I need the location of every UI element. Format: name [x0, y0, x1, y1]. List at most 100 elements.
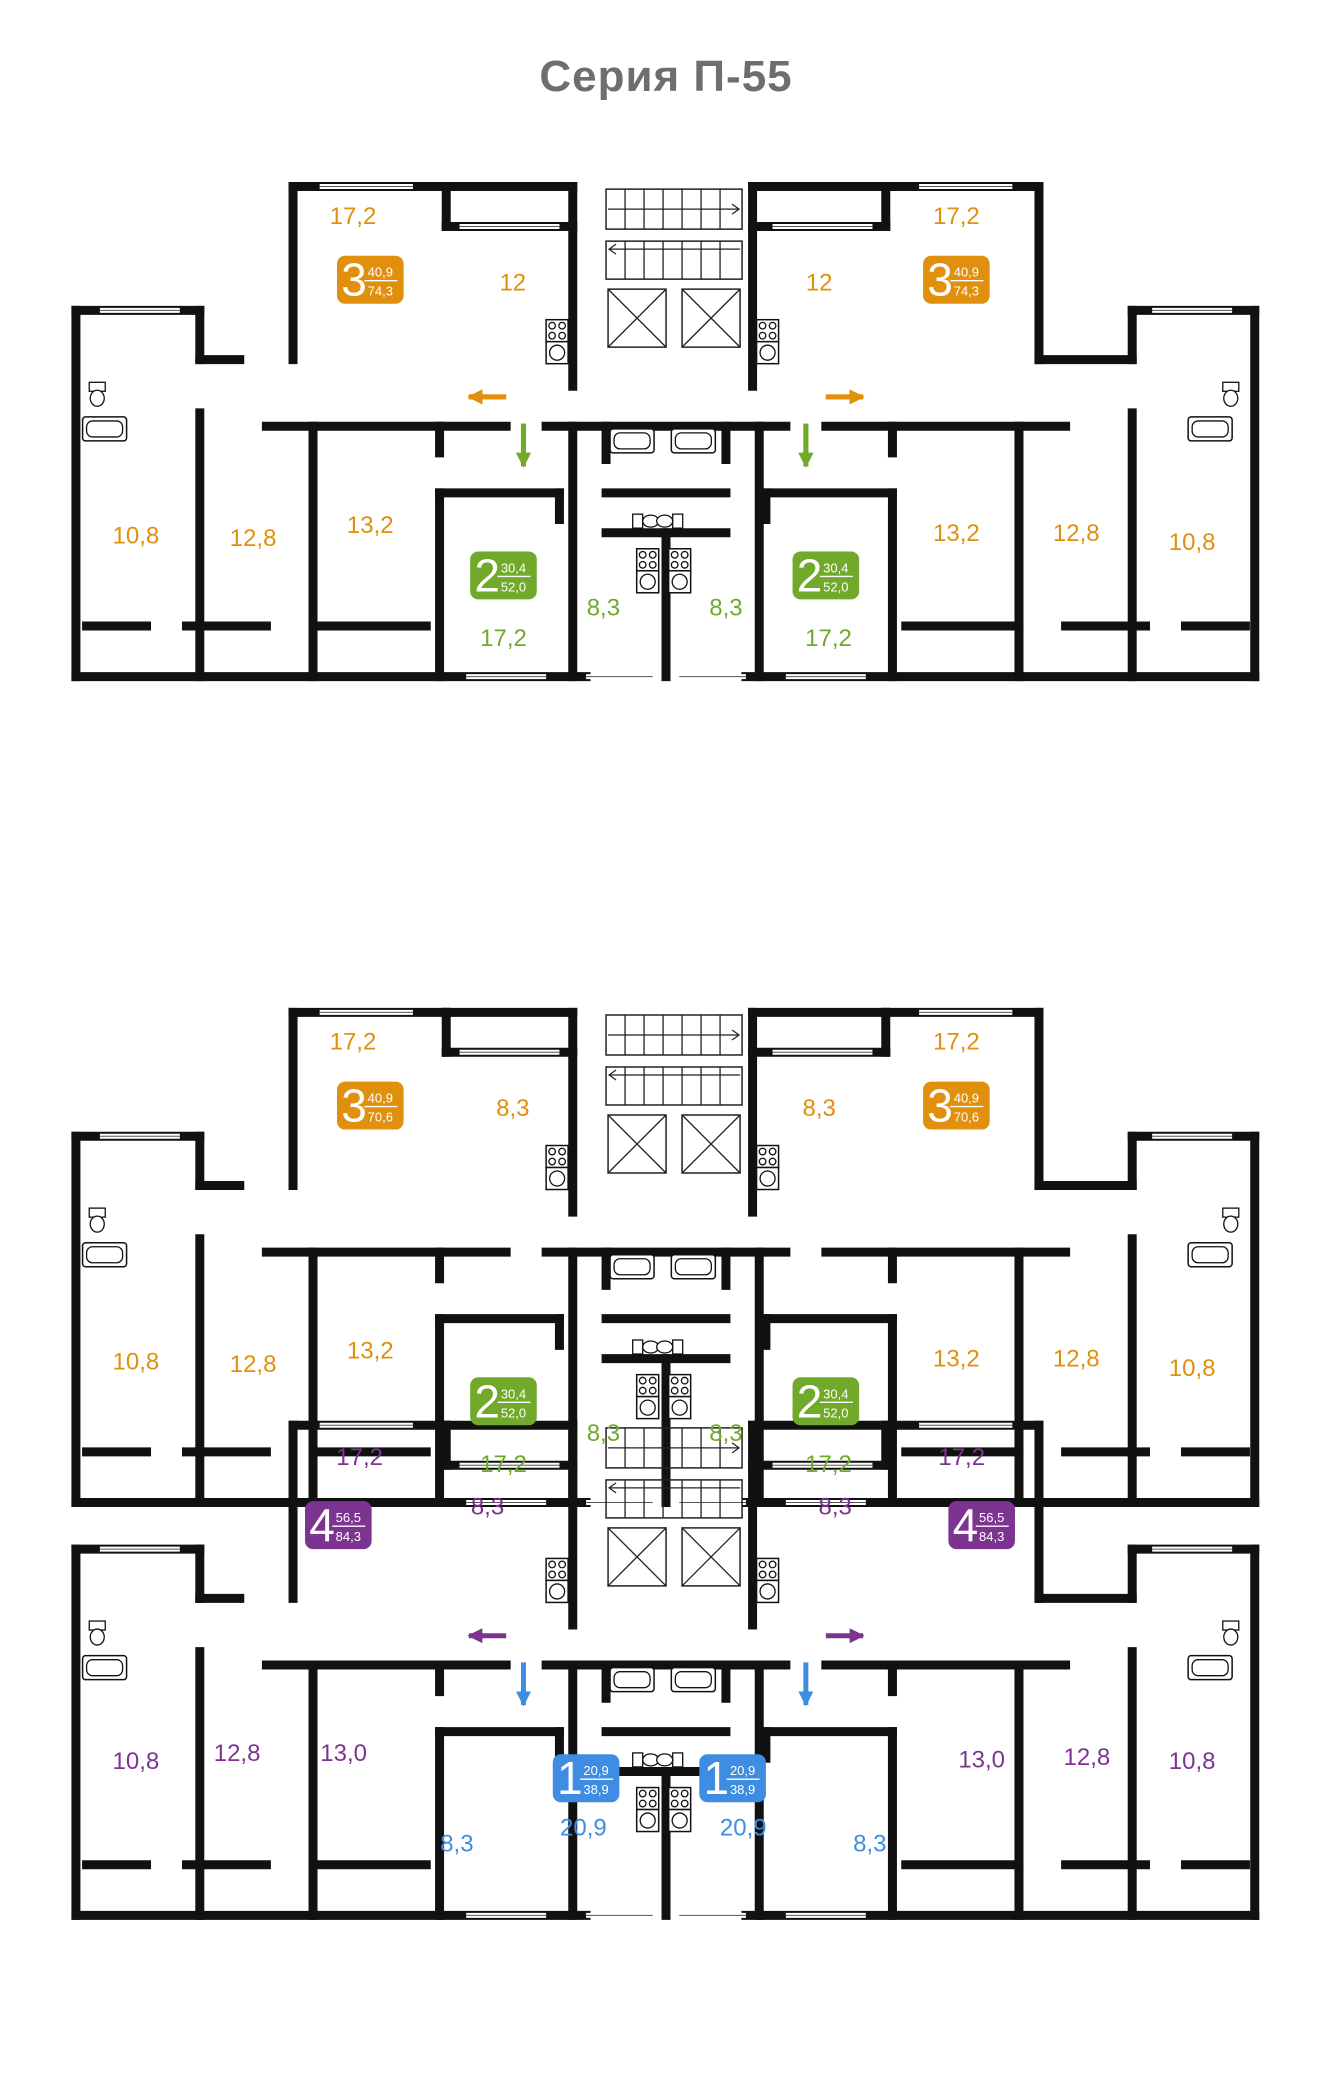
badge-total-area: 70,6: [954, 1110, 979, 1125]
stove-icon: [667, 1786, 692, 1833]
badge-total-area: 84,3: [979, 1529, 1004, 1544]
stove-icon: [755, 318, 780, 365]
badge-bg: [336, 1081, 404, 1130]
bathtub-icon: [609, 1253, 655, 1280]
room-area-label: 17,2: [933, 1029, 980, 1056]
room-area-label: 13,2: [347, 1338, 394, 1365]
toilet-icon: [88, 1207, 106, 1233]
badge-rooms: 3: [927, 1080, 953, 1132]
badge-rooms: 3: [341, 254, 367, 306]
badge-bg: [336, 255, 404, 304]
toilet-icon: [1222, 1207, 1240, 1233]
toilet-icon: [88, 1620, 106, 1646]
room-area-label: 10,8: [113, 1748, 160, 1775]
badge-total-area: 74,3: [954, 284, 979, 299]
bathtub-icon: [81, 416, 128, 442]
bathtub-icon: [670, 428, 717, 454]
bathtub-icon: [81, 1242, 128, 1268]
badge-living-area: 40,9: [368, 1091, 393, 1106]
badge-bg: [948, 1501, 1015, 1550]
badge-rooms: 2: [797, 1375, 823, 1427]
room-area-label: 13,2: [347, 512, 394, 539]
stove-icon: [545, 318, 569, 365]
badge-rooms: 3: [341, 1080, 367, 1132]
badge-total-area: 74,3: [368, 284, 393, 299]
badge-rooms: 2: [797, 549, 823, 601]
room-area-label: 17,2: [480, 625, 527, 652]
room-area-label: 8,3: [709, 1420, 742, 1447]
bathtub-icon: [1187, 1654, 1233, 1681]
badge-total-area: 52,0: [823, 579, 848, 594]
room-area-label: 10,8: [1169, 1355, 1216, 1382]
room-area-label: 10,8: [113, 1348, 160, 1375]
room-area-label: 13,2: [933, 520, 980, 547]
room-area-label: 17,2: [805, 1451, 852, 1478]
badge-rooms: 2: [474, 1375, 500, 1427]
stove-icon: [667, 1373, 692, 1420]
room-area-label: 13,0: [958, 1747, 1005, 1774]
badge-total-area: 52,0: [501, 579, 526, 594]
badge-rooms: 2: [474, 549, 500, 601]
page-title: Серия П-55: [539, 52, 793, 101]
stove-icon: [635, 1786, 660, 1833]
badge-living-area: 40,9: [368, 265, 393, 280]
room-area-label: 20,9: [720, 1814, 767, 1841]
badge-rooms: 1: [557, 1752, 583, 1804]
badge-bg: [923, 1081, 990, 1130]
room-area-label: 10,8: [113, 522, 160, 549]
badge-rooms: 3: [927, 254, 953, 306]
badge-total-area: 70,6: [368, 1110, 393, 1125]
floor-plan-2: [71, 1007, 1260, 1507]
stair-flight-icon: [605, 1014, 743, 1174]
badge-living-area: 56,5: [979, 1510, 1004, 1525]
room-area-label: 8,3: [471, 1493, 504, 1520]
room-area-label: 13,0: [320, 1740, 367, 1767]
room-area-label: 8,3: [818, 1493, 851, 1520]
bathtub-icon: [609, 428, 655, 454]
badge-living-area: 40,9: [954, 1091, 979, 1106]
room-area-label: 8,3: [440, 1830, 473, 1857]
badge-total-area: 38,9: [583, 1782, 608, 1797]
room-area-label: 17,2: [805, 625, 852, 652]
badge-total-area: 52,0: [823, 1405, 848, 1420]
badge-living-area: 30,4: [501, 1386, 526, 1401]
room-area-label: 12: [499, 269, 526, 296]
bathtub-icon: [81, 1654, 128, 1681]
room-area-label: 17,2: [336, 1444, 383, 1471]
stair-flight-icon: [605, 1427, 743, 1587]
room-area-label: 17,2: [480, 1451, 527, 1478]
toilet-icon: [1222, 381, 1240, 407]
badge-bg: [923, 255, 990, 304]
toilet-icon: [632, 513, 684, 529]
badge-total-area: 84,3: [336, 1529, 361, 1544]
badge-bg: [305, 1501, 372, 1550]
room-area-label: 8,3: [709, 594, 742, 621]
room-area-label: 12: [806, 269, 833, 296]
stove-icon: [545, 1144, 569, 1191]
badge-bg: [470, 1377, 537, 1426]
room-area-label: 8,3: [587, 1420, 620, 1447]
badge-bg: [699, 1754, 766, 1803]
stove-icon: [635, 548, 660, 594]
badge-living-area: 20,9: [583, 1763, 608, 1778]
stove-icon: [635, 1373, 660, 1420]
room-area-label: 8,3: [587, 594, 620, 621]
badge-rooms: 1: [704, 1752, 730, 1804]
bathtub-icon: [609, 1666, 655, 1693]
badge-bg: [792, 1377, 860, 1426]
room-area-label: 10,8: [1169, 529, 1216, 556]
bathtub-icon: [670, 1253, 717, 1280]
room-area-label: 12,8: [230, 1351, 277, 1378]
badge-living-area: 30,4: [823, 1386, 848, 1401]
badge-living-area: 56,5: [336, 1510, 361, 1525]
